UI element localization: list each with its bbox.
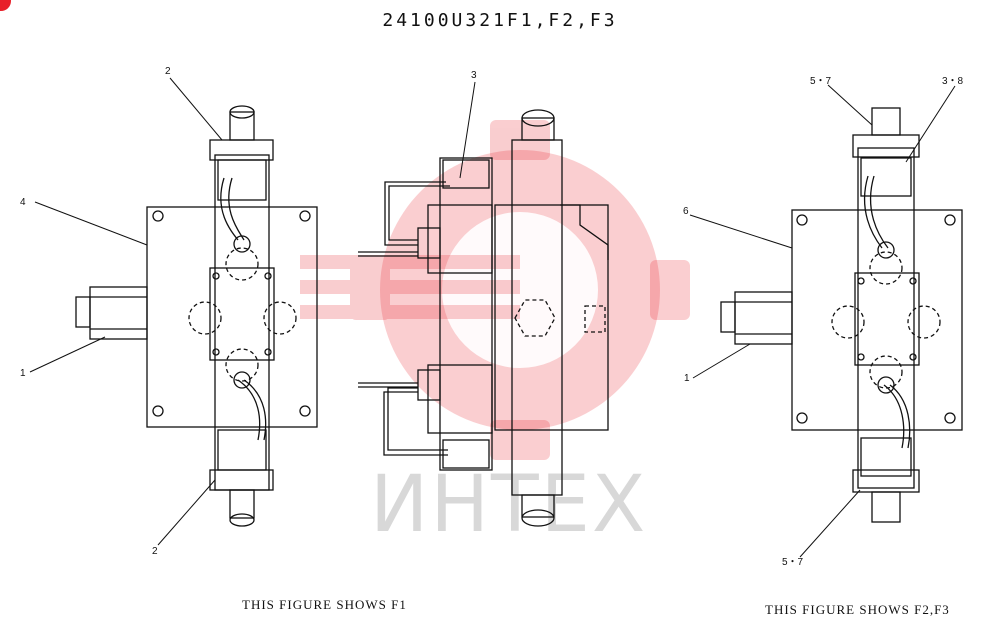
corner-marker [0, 0, 11, 11]
callout-left-bottom-side: 1 [20, 368, 26, 379]
callout-center-top: 3 [471, 70, 477, 81]
callout-right-side: 6 [683, 206, 689, 217]
right-valve-assembly [720, 107, 963, 523]
callout-right-bottom: 5・7 [782, 557, 804, 568]
callout-right-bottom-side: 1 [684, 373, 690, 384]
drawing-title: 24100U321F1,F2,F3 [382, 10, 618, 31]
caption-right: THIS FIGURE SHOWS F2,F3 [765, 602, 950, 617]
callout-right-top-left: 5・7 [810, 76, 832, 87]
callout-left-top: 2 [165, 66, 171, 77]
callout-left-bottom: 2 [152, 546, 158, 557]
center-valve-assembly [358, 109, 609, 527]
callout-right-top-right: 3・8 [942, 76, 964, 87]
caption-left: THIS FIGURE SHOWS F1 [242, 597, 407, 612]
left-valve-assembly [75, 105, 318, 527]
watermark-text: ИНТЕХ [370, 460, 648, 550]
callout-left-side: 4 [20, 197, 26, 208]
